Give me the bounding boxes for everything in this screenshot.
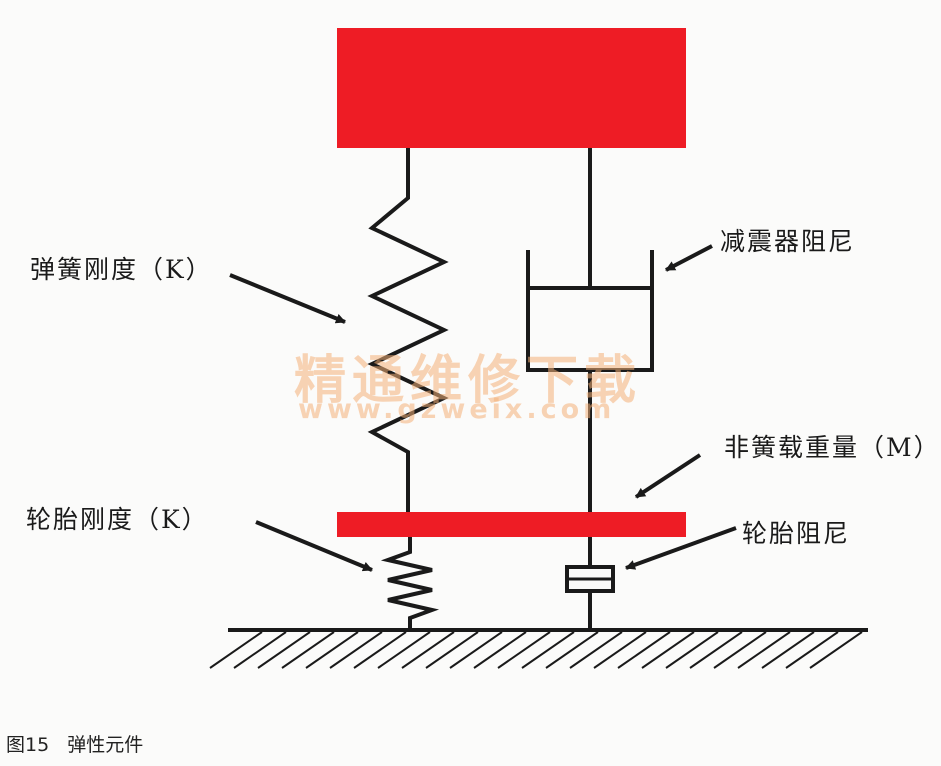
hatch-line: [593, 631, 647, 669]
hatch-line: [377, 631, 431, 669]
hatch-line: [233, 631, 287, 669]
hatch-line: [353, 631, 407, 669]
hatch-line: [737, 631, 791, 669]
ground-hatching: [209, 631, 863, 669]
hatch-line: [281, 631, 335, 669]
arrow-unsprung-mass: [634, 453, 702, 499]
arrow-tire-stiffness: [255, 520, 373, 572]
label-tire-damping: 轮胎阻尼: [742, 519, 851, 548]
hatch-line: [665, 631, 719, 669]
hatch-line: [641, 631, 695, 669]
watermark-url: www.gzweix.com: [298, 394, 616, 425]
hatch-line: [449, 631, 503, 669]
hatch-line: [257, 631, 311, 669]
label-tire-stiffness: 轮胎刚度（K）: [26, 505, 209, 534]
arrow-shock-damping: [665, 244, 713, 272]
hatch-line: [689, 631, 743, 669]
figure-caption: 图15 弹性元件: [6, 730, 161, 757]
hatch-line: [713, 631, 767, 669]
hatch-line: [545, 631, 599, 669]
figure-title: 弹性元件: [67, 734, 144, 756]
hatch-line: [521, 631, 575, 669]
tire-spring: [380, 537, 440, 630]
label-shock-damping: 减震器阻尼: [720, 227, 856, 256]
label-spring-stiffness: 弹簧刚度（K）: [30, 255, 213, 284]
hatch-line: [425, 631, 479, 669]
hatch-line: [401, 631, 455, 669]
hatch-line: [569, 631, 623, 669]
hatch-line: [473, 631, 527, 669]
hatch-line: [305, 631, 359, 669]
figure-number: 图15: [6, 734, 50, 756]
unsprung-mass-block: [337, 512, 686, 537]
main-spring: [367, 148, 449, 512]
hatch-line: [761, 631, 815, 669]
hatch-line: [785, 631, 839, 669]
sprung-mass-block: [337, 28, 686, 148]
hatch-line: [209, 631, 263, 669]
label-unsprung-mass: 非簧载重量（M）: [724, 433, 941, 462]
hatch-line: [497, 631, 551, 669]
hatch-line: [809, 631, 863, 669]
arrow-tire-damping: [625, 526, 737, 570]
watermark-chinese: 精通维修下载: [294, 351, 643, 411]
arrow-spring-stiffness: [229, 273, 346, 324]
hatch-line: [617, 631, 671, 669]
hatch-line: [329, 631, 383, 669]
